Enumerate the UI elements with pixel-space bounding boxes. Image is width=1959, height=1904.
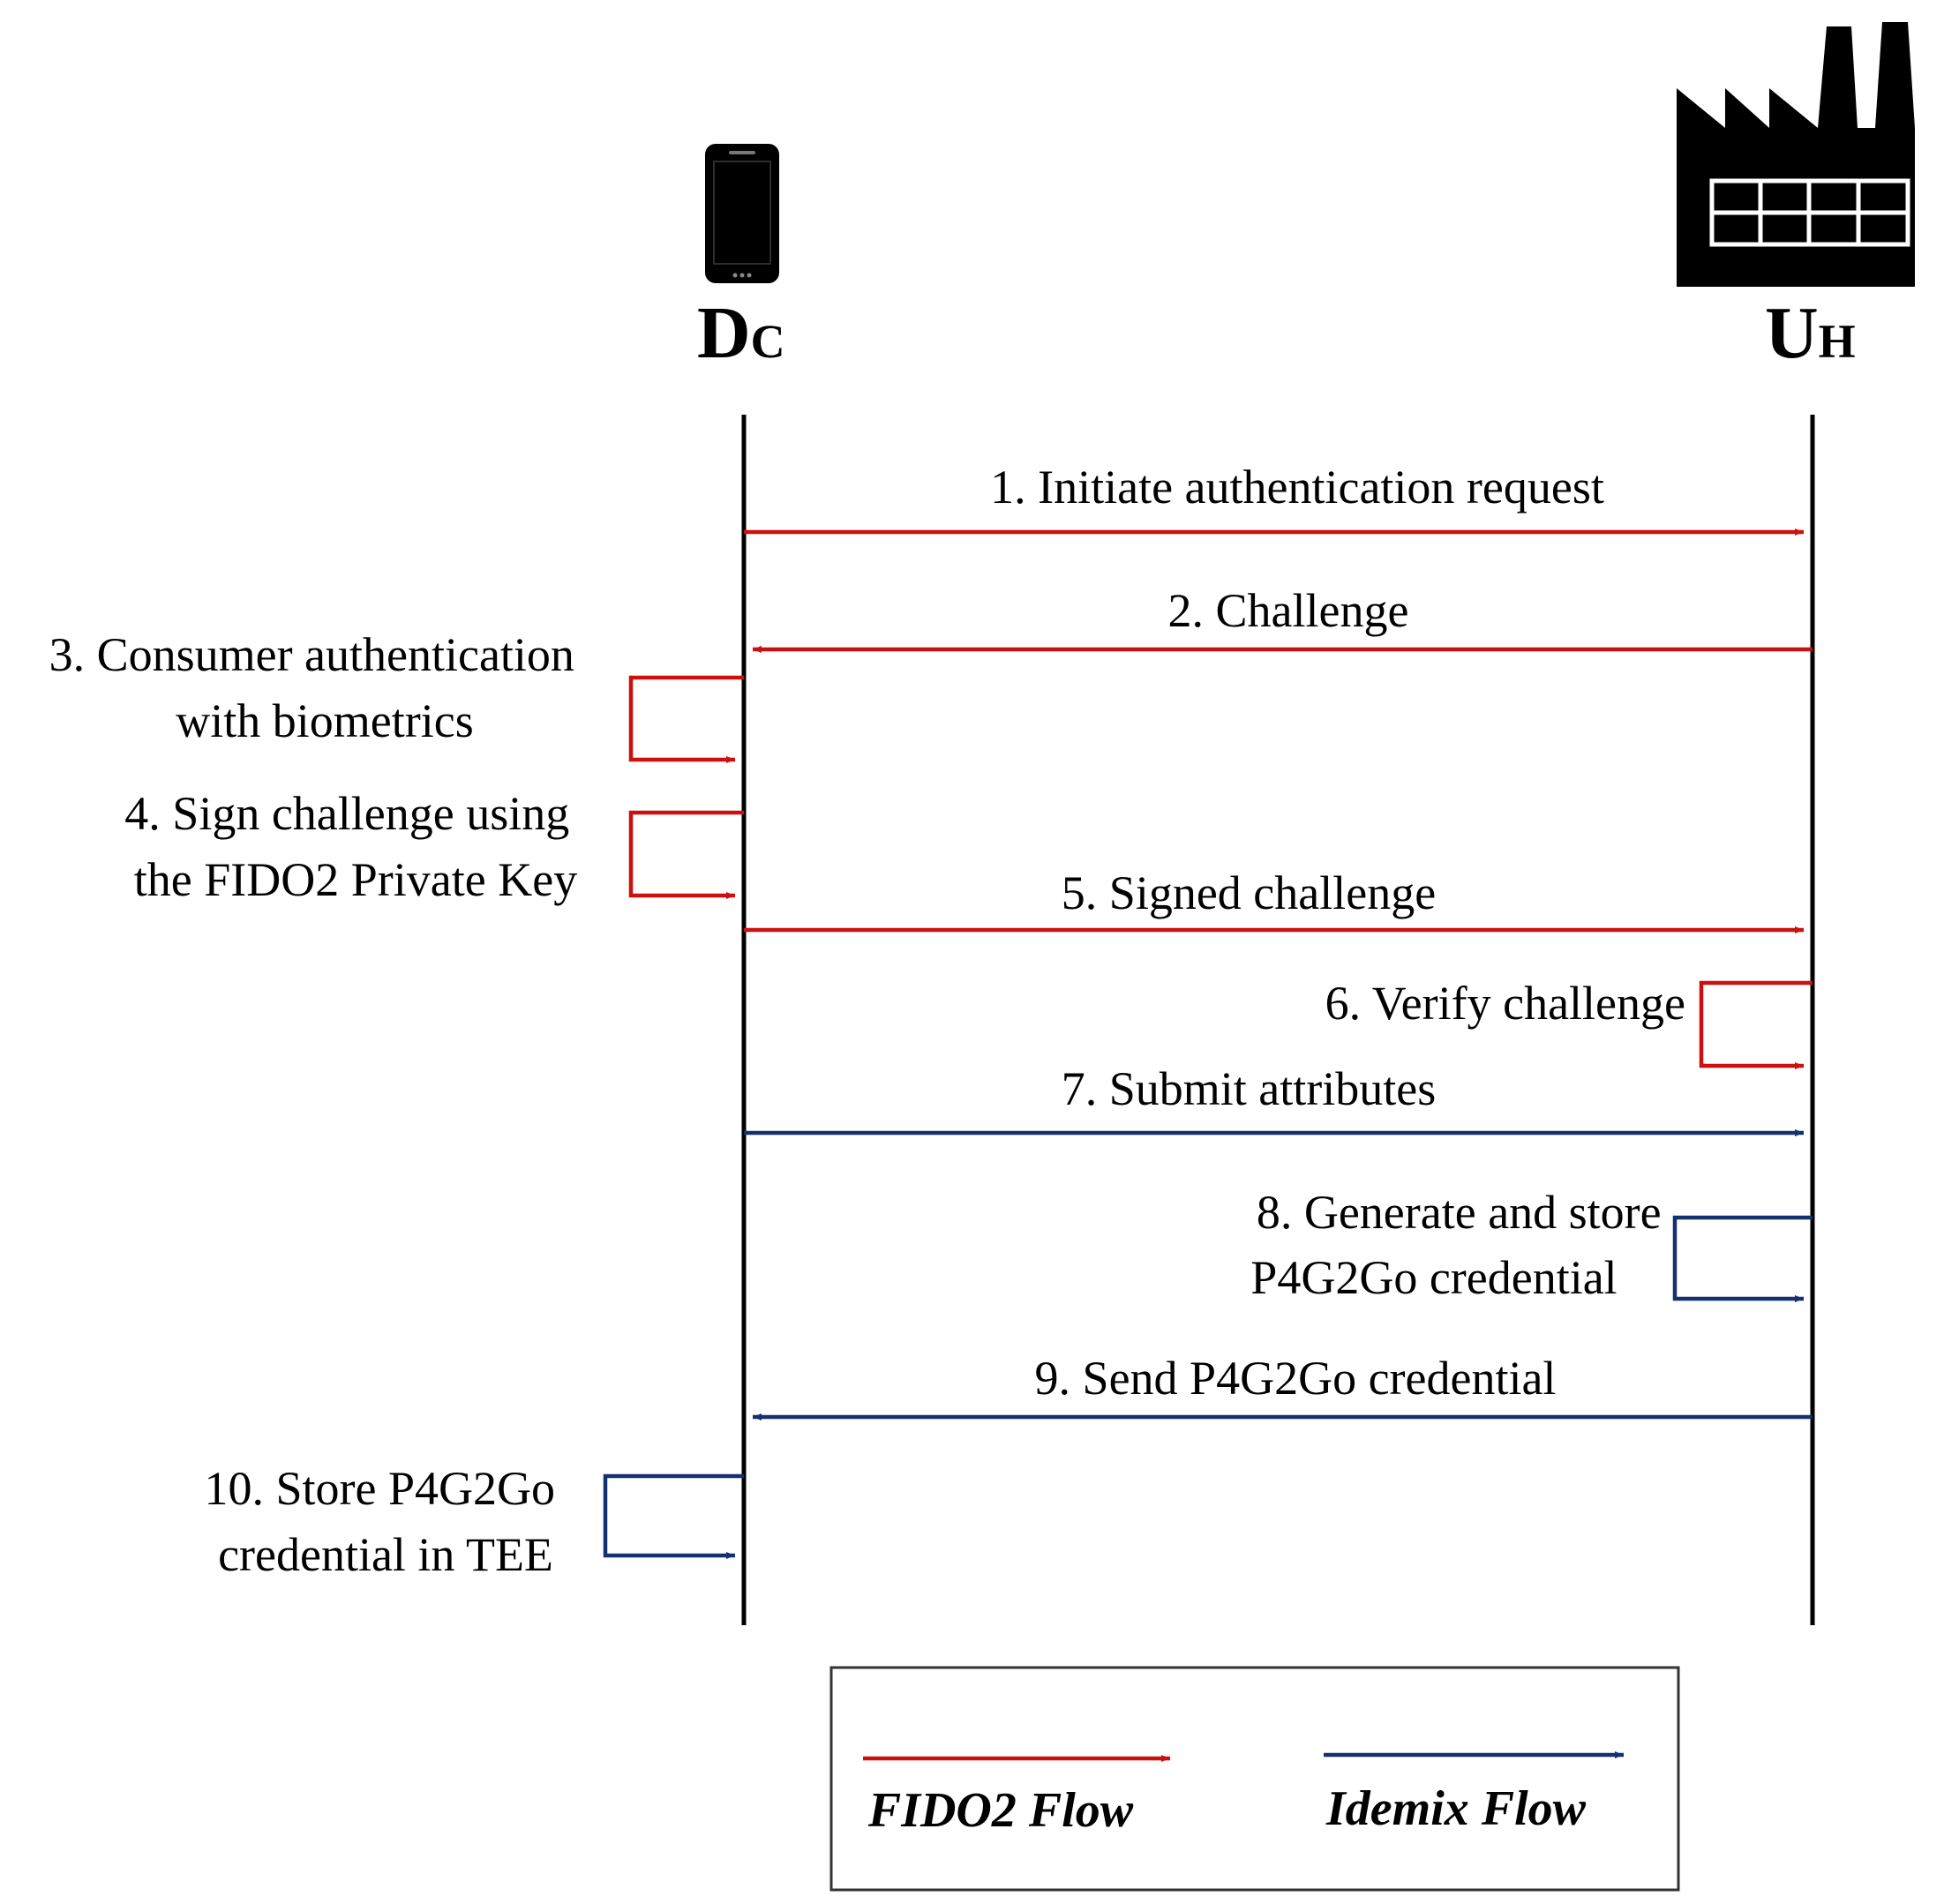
step-5-label: 5. Signed challenge	[1062, 866, 1436, 919]
step-7-label: 7. Submit attributes	[1062, 1062, 1437, 1115]
step-8: 8. Generate and store P4G2Go credential	[1250, 1186, 1813, 1304]
actor-dc-label: DC	[697, 292, 785, 374]
step-4: 4. Sign challenge using the FIDO2 Privat…	[124, 787, 744, 906]
smartphone-icon	[705, 144, 779, 283]
step-10-arrow	[603, 1473, 744, 1559]
step-10-label-line1: 10. Store P4G2Go	[204, 1462, 555, 1515]
legend: FIDO2 Flow Idemix Flow	[829, 1666, 1680, 1892]
step-4-arrow	[628, 810, 744, 899]
actor-uh-sub: H	[1819, 315, 1856, 368]
step-9-label: 9. Send P4G2Go credential	[1035, 1352, 1557, 1405]
step-3-label-line1: 3. Consumer authentication	[49, 628, 574, 681]
step-2-label: 2. Challenge	[1168, 584, 1409, 637]
actor-dc-sub: C	[751, 315, 785, 368]
legend-idemix-label: Idemix Flow	[1325, 1781, 1587, 1836]
step-4-label-line2: the FIDO2 Private Key	[134, 853, 577, 906]
step-8-label-line1: 8. Generate and store	[1257, 1186, 1662, 1239]
step-2: 2. Challenge	[753, 584, 1813, 653]
step-3-label-line2: with biometrics	[176, 694, 473, 747]
actor-uh-label: UH	[1765, 292, 1856, 374]
step-8-label: 8. Generate and store P4G2Go credential	[1250, 1186, 1673, 1304]
step-3: 3. Consumer authentication with biometri…	[49, 628, 744, 763]
step-7: 7. Submit attributes	[744, 1062, 1804, 1136]
step-10: 10. Store P4G2Go credential in TEE	[204, 1462, 744, 1581]
step-6-label: 6. Verify challenge	[1325, 977, 1685, 1030]
step-3-label: 3. Consumer authentication with biometri…	[49, 628, 587, 747]
actor-dc-main: D	[697, 292, 751, 374]
legend-fido2-label: FIDO2 Flow	[867, 1783, 1134, 1838]
step-3-arrow	[628, 675, 744, 763]
factory-icon	[1677, 22, 1915, 287]
step-10-label-line2: credential in TEE	[218, 1528, 553, 1581]
step-4-label: 4. Sign challenge using the FIDO2 Privat…	[124, 787, 581, 906]
step-1: 1. Initiate authentication request	[744, 461, 1804, 536]
step-1-label: 1. Initiate authentication request	[990, 461, 1604, 513]
step-6: 6. Verify challenge	[1325, 977, 1813, 1069]
step-10-label: 10. Store P4G2Go credential in TEE	[204, 1462, 567, 1581]
step-9: 9. Send P4G2Go credential	[753, 1352, 1813, 1421]
actor-uh-main: U	[1765, 292, 1819, 374]
step-8-arrow	[1672, 1215, 1813, 1302]
step-4-label-line1: 4. Sign challenge using	[124, 787, 569, 840]
step-5: 5. Signed challenge	[744, 866, 1804, 933]
step-6-arrow	[1699, 980, 1813, 1069]
step-8-label-line2: P4G2Go credential	[1250, 1251, 1617, 1304]
legend-box	[829, 1666, 1680, 1892]
